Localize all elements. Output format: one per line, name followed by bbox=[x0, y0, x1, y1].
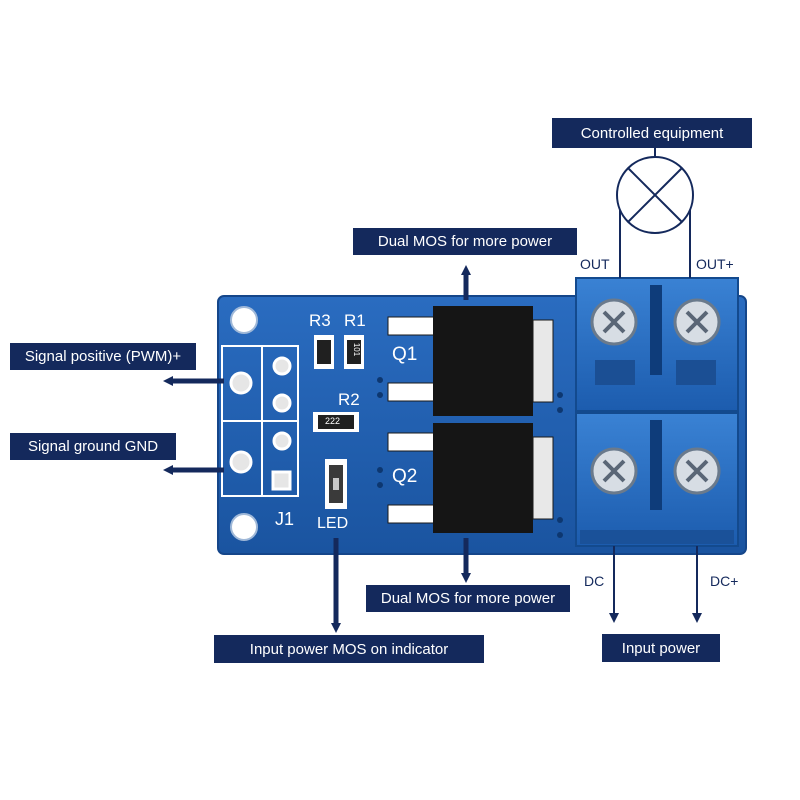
label-signal-ground: Signal ground GND bbox=[10, 433, 176, 460]
terminal-block-out bbox=[575, 277, 739, 412]
board-label-led: LED bbox=[317, 515, 349, 532]
led-component bbox=[325, 459, 347, 509]
board-label-q1: Q1 bbox=[392, 344, 418, 365]
terminal-label-dc: DC bbox=[584, 573, 605, 589]
label-input-power: Input power bbox=[602, 634, 720, 662]
mounting-hole bbox=[230, 306, 258, 334]
terminal-label-dc-plus: DC+ bbox=[710, 573, 739, 589]
mosfet-q1 bbox=[387, 306, 554, 416]
board-label-r1: R1 bbox=[344, 311, 366, 330]
label-controlled-equipment: Controlled equipment bbox=[552, 118, 752, 148]
dc-input-arrows bbox=[609, 546, 702, 623]
resistor-code-r2: 222 bbox=[325, 416, 341, 426]
resistor-code-r1: 101 bbox=[352, 342, 362, 357]
board-label-j1: J1 bbox=[275, 509, 295, 529]
lamp-symbol bbox=[616, 148, 694, 278]
pcb-vias bbox=[377, 377, 563, 538]
mosfet-q2 bbox=[387, 423, 554, 533]
label-signal-positive: Signal positive (PWM)+ bbox=[10, 343, 196, 370]
label-dual-mos-top: Dual MOS for more power bbox=[353, 228, 577, 255]
board-label-r3: R3 bbox=[309, 311, 331, 330]
j1-connector bbox=[221, 345, 299, 497]
board-label-r2: R2 bbox=[338, 390, 360, 409]
annotation-arrows bbox=[163, 265, 471, 633]
terminal-label-out-plus: OUT+ bbox=[696, 256, 734, 272]
label-dual-mos-bottom: Dual MOS for more power bbox=[366, 585, 570, 612]
resistor-r1 bbox=[344, 335, 364, 369]
mounting-hole bbox=[230, 513, 258, 541]
terminal-label-out: OUT bbox=[580, 256, 610, 272]
resistor-r2 bbox=[313, 412, 359, 432]
terminal-block-dc bbox=[575, 412, 739, 547]
resistor-r3 bbox=[314, 335, 334, 369]
label-input-power-indicator: Input power MOS on indicator bbox=[214, 635, 484, 663]
board-label-q2: Q2 bbox=[392, 466, 418, 487]
